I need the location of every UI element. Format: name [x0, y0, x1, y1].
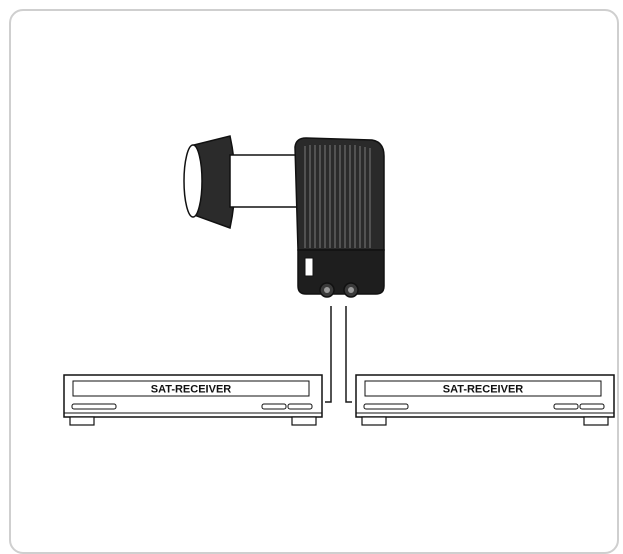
sat-receiver-left: SAT-RECEIVER — [63, 374, 323, 426]
cable-left — [325, 306, 332, 403]
coax-cables — [325, 306, 352, 403]
cable-right — [345, 306, 352, 403]
lnb-icon — [183, 135, 385, 298]
receiver-label: SAT-RECEIVER — [151, 384, 232, 396]
receiver-label: SAT-RECEIVER — [443, 384, 524, 396]
sat-receiver-right: SAT-RECEIVER — [355, 374, 615, 426]
